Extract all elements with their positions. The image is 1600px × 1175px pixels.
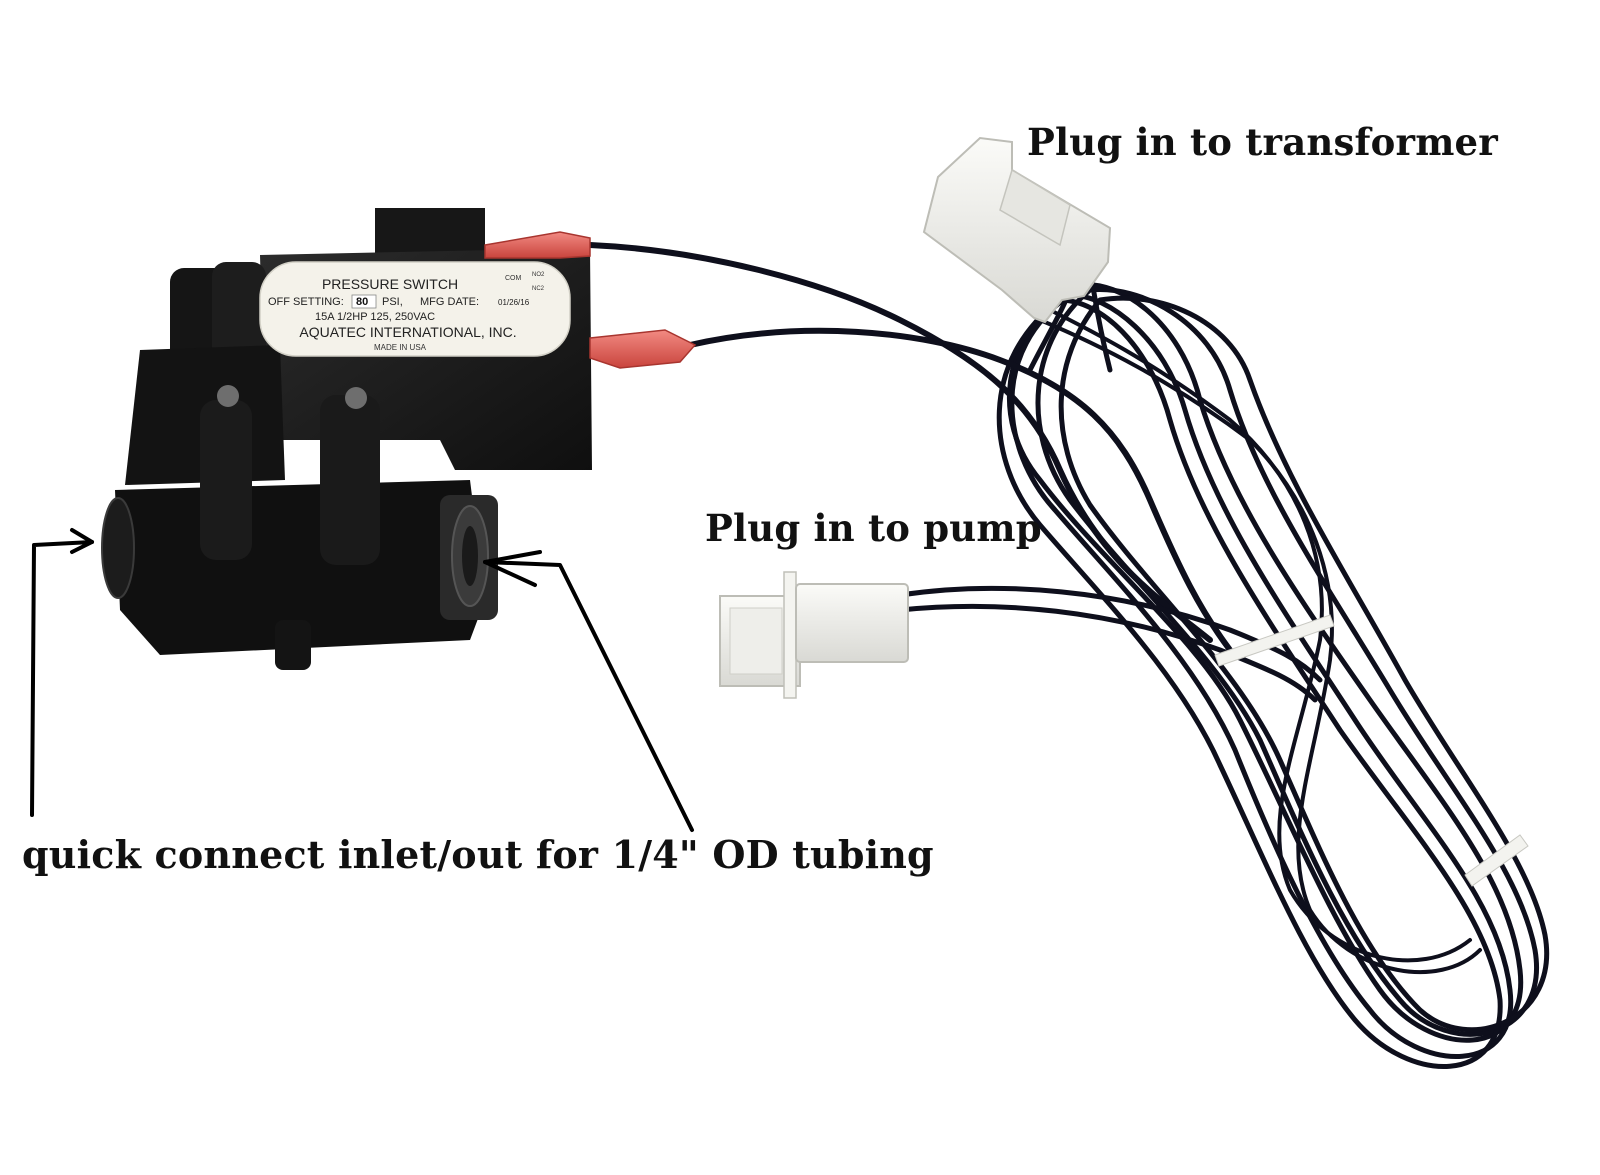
product-label: PRESSURE SWITCH COM NO2 NC2 OFF SETTING:… xyxy=(259,261,571,357)
cable-ties xyxy=(1214,614,1529,887)
pump-caption: Plug in to pump xyxy=(705,506,1042,550)
label-company: AQUATEC INTERNATIONAL, INC. xyxy=(299,324,516,340)
transformer-caption: Plug in to transformer xyxy=(1027,120,1498,164)
label-com: COM xyxy=(505,275,522,282)
label-no: NO2 xyxy=(532,272,545,278)
label-rating: 15A 1/2HP 125, 250VAC xyxy=(315,311,435,323)
pump-plug xyxy=(719,571,909,699)
label-title: PRESSURE SWITCH xyxy=(322,276,458,292)
inlet-arrow xyxy=(30,528,94,817)
transformer-plug xyxy=(922,136,1112,324)
outlet-arrow xyxy=(483,550,694,832)
label-off-setting-prefix: OFF SETTING: xyxy=(268,296,344,308)
spade-terminals xyxy=(484,231,697,369)
label-origin: MADE IN USA xyxy=(374,343,427,352)
label-mfg-date-label: MFG DATE: xyxy=(420,296,479,308)
inlet-caption: quick connect inlet/out for 1/4" OD tubi… xyxy=(22,832,934,877)
label-nc: NC2 xyxy=(532,286,545,292)
label-mfg-date: 01/26/16 xyxy=(498,298,530,307)
label-off-setting-value: 80 xyxy=(356,296,368,308)
label-off-setting-unit: PSI, xyxy=(382,296,403,308)
